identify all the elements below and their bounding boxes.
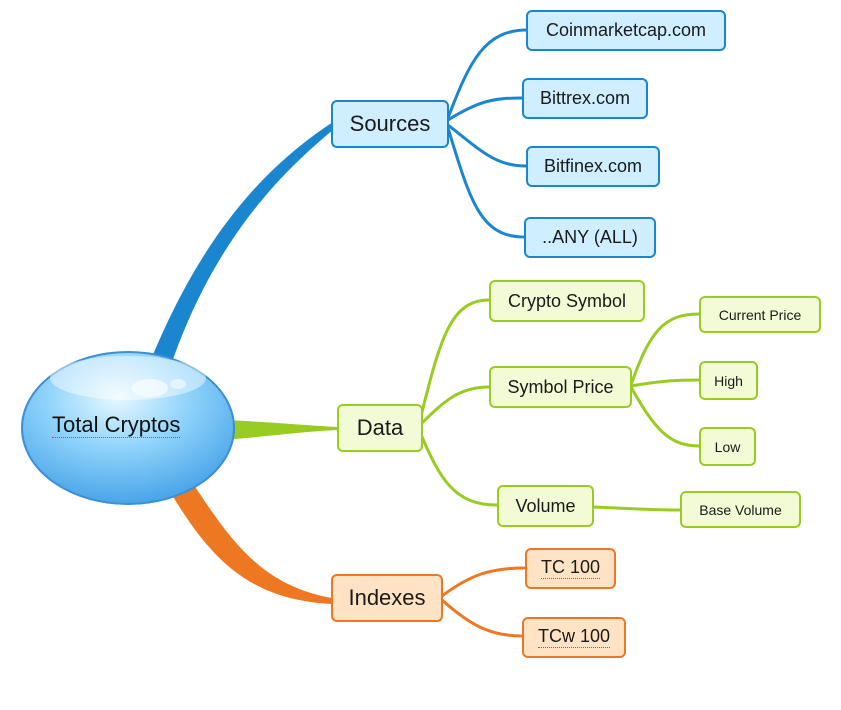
central-topic[interactable]: Total Cryptos: [52, 412, 181, 438]
node-low-label: Low: [714, 438, 741, 455]
node-sources[interactable]: Sources: [331, 100, 449, 148]
node-data[interactable]: Data: [337, 404, 423, 452]
node-tc100-label: TC 100: [540, 557, 601, 579]
node-indexes-label: Indexes: [348, 585, 426, 610]
node-coinmarketcap-label: Coinmarketcap.com: [545, 20, 707, 40]
node-low[interactable]: Low: [699, 427, 756, 466]
data-branch: [225, 420, 337, 440]
node-indexes[interactable]: Indexes: [331, 574, 443, 622]
node-bitfinex[interactable]: Bitfinex.com: [526, 146, 660, 187]
node-volume-label: Volume: [515, 495, 576, 516]
node-any-all[interactable]: ..ANY (ALL): [524, 217, 656, 258]
node-symbol-price[interactable]: Symbol Price: [489, 366, 632, 408]
node-crypto-symbol-label: Crypto Symbol: [507, 290, 627, 311]
node-tc100[interactable]: TC 100: [525, 548, 616, 589]
node-current-price[interactable]: Current Price: [699, 296, 821, 333]
node-any-all-label: ..ANY (ALL): [542, 227, 638, 247]
node-coinmarketcap[interactable]: Coinmarketcap.com: [526, 10, 726, 51]
central-topic-label: Total Cryptos: [52, 412, 181, 438]
node-high[interactable]: High: [699, 361, 758, 400]
sources-connectors: [446, 28, 528, 239]
node-symbol-price-label: Symbol Price: [507, 376, 614, 397]
node-high-label: High: [714, 372, 743, 389]
node-sources-label: Sources: [349, 111, 431, 136]
node-crypto-symbol[interactable]: Crypto Symbol: [489, 280, 645, 322]
node-base-volume-label: Base Volume: [699, 501, 782, 518]
node-tcw100[interactable]: TCw 100: [522, 617, 626, 658]
sources-branch: [150, 122, 333, 368]
node-data-label: Data: [356, 415, 404, 440]
node-bittrex[interactable]: Bittrex.com: [522, 78, 648, 119]
node-current-price-label: Current Price: [718, 306, 802, 323]
node-bittrex-label: Bittrex.com: [539, 88, 631, 108]
central-bubble: [21, 351, 235, 505]
indexes-branch: [168, 476, 332, 604]
data-connectors: [418, 298, 700, 512]
node-tcw100-label: TCw 100: [537, 626, 611, 648]
indexes-connectors: [441, 566, 526, 638]
node-base-volume[interactable]: Base Volume: [680, 491, 801, 528]
node-volume[interactable]: Volume: [497, 485, 594, 527]
node-bitfinex-label: Bitfinex.com: [543, 156, 643, 176]
